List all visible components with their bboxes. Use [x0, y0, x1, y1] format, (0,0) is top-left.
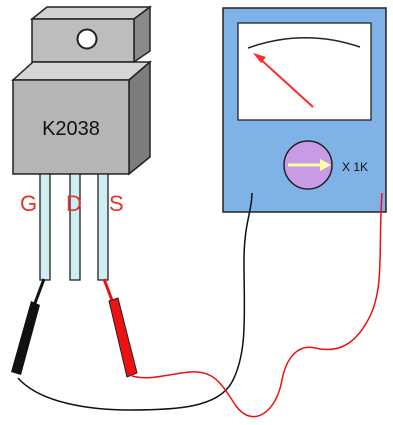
transistor-body-top — [11, 61, 153, 81]
pin-drain — [69, 173, 81, 281]
analog-multimeter: X 1K — [222, 7, 387, 213]
red-test-lead — [131, 192, 383, 418]
pin-label-gate: G — [20, 191, 37, 216]
pin-source — [97, 173, 109, 281]
red-probe-tip — [102, 278, 115, 304]
knob-pointer-head — [320, 159, 331, 171]
range-label: X 1K — [342, 160, 368, 174]
mosfet-transistor: K2038 G D S — [11, 5, 153, 281]
pin-label-drain: D — [66, 191, 82, 216]
pin-gate — [39, 173, 51, 281]
red-probe-handle[interactable] — [108, 297, 138, 378]
mounting-hole — [76, 28, 98, 50]
meter-needle — [253, 53, 314, 108]
meter-scale-window — [237, 22, 372, 121]
pin-label-source: S — [109, 191, 124, 216]
black-probe-handle[interactable] — [11, 301, 40, 375]
part-number-label: K2038 — [42, 118, 100, 140]
black-test-lead — [17, 192, 253, 411]
range-selector-knob[interactable] — [283, 140, 333, 190]
transistor-body-side — [128, 60, 151, 176]
transistor-tab-top — [29, 6, 153, 20]
black-probe[interactable] — [11, 278, 46, 375]
meter-scale-arc — [247, 37, 361, 49]
black-probe-tip — [33, 278, 46, 304]
red-probe[interactable] — [102, 278, 138, 378]
